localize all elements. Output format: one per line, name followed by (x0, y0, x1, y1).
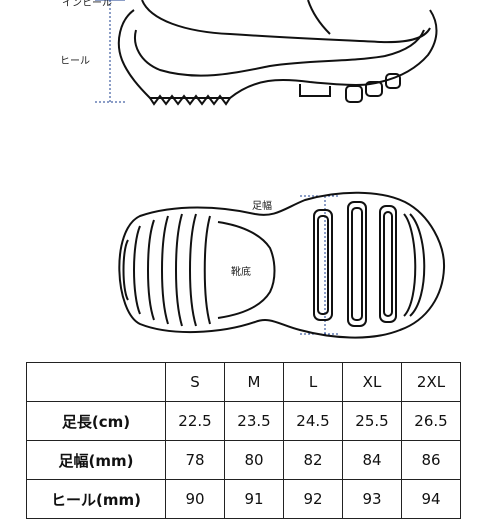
sole-label: 靴底 (231, 267, 251, 278)
size-header-s: S (165, 362, 225, 402)
row-label-foot-length: 足長(cm) (26, 401, 166, 441)
size-header-m: M (224, 362, 284, 402)
table-row-heel: ヒール(mm) 90 91 92 93 94 (26, 479, 461, 519)
table-cell: 22.5 (165, 401, 225, 441)
table-cell: 82 (283, 440, 343, 480)
table-cell: 25.5 (342, 401, 402, 441)
table-cell: 26.5 (401, 401, 461, 441)
table-row-foot-width: 足幅(mm) 78 80 82 84 86 (26, 440, 461, 480)
heel-label: ヒール (60, 56, 90, 67)
size-header-2xl: 2XL (401, 362, 461, 402)
size-header-xl: XL (342, 362, 402, 402)
shoe-side-view-illustration (95, 0, 446, 339)
width-label: 足幅 (252, 201, 272, 212)
product-size-guide: インヒール ヒール 足幅 靴底 S M L XL 2XL 足長(cm) 22.5… (26, 0, 461, 519)
table-cell: 93 (342, 479, 402, 519)
row-label-foot-width: 足幅(mm) (26, 440, 166, 480)
table-cell: 91 (224, 479, 284, 519)
table-cell: 24.5 (283, 401, 343, 441)
table-cell: 94 (401, 479, 461, 519)
table-row-foot-length: 足長(cm) 22.5 23.5 24.5 25.5 26.5 (26, 401, 461, 441)
insole-label: インヒール (62, 0, 112, 9)
outsole-outline (118, 191, 446, 339)
table-cell: 86 (401, 440, 461, 480)
table-cell: 78 (165, 440, 225, 480)
table-cell: 84 (342, 440, 402, 480)
size-header-l: L (283, 362, 343, 402)
table-cell: 80 (224, 440, 284, 480)
table-cell: 90 (165, 479, 225, 519)
size-header-row: S M L XL 2XL (26, 362, 461, 402)
table-cell: 23.5 (224, 401, 284, 441)
size-table: S M L XL 2XL 足長(cm) 22.5 23.5 24.5 25.5 … (26, 362, 461, 519)
table-cell: 92 (283, 479, 343, 519)
row-label-heel: ヒール(mm) (26, 479, 166, 519)
shoe-side-outline (117, 0, 438, 106)
table-corner-cell (26, 362, 166, 402)
heel-dimension-lines (95, 0, 125, 103)
